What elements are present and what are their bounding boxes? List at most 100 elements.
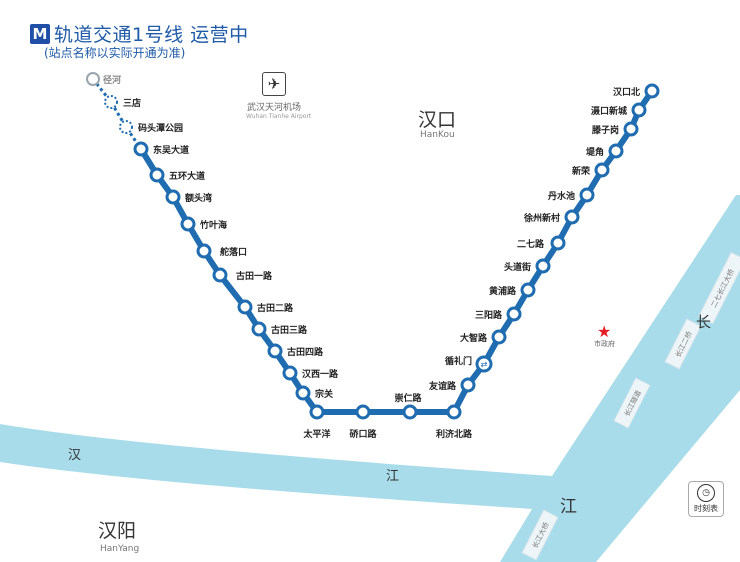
river-label-yangtze-2: 江 <box>560 497 577 517</box>
district-hanyang-en: HanYang <box>100 544 139 554</box>
station-dot <box>149 167 165 183</box>
station-dot <box>295 385 311 401</box>
timetable-button[interactable]: ◷ 时刻表 <box>688 481 724 517</box>
transfer-icon: ⇄ <box>481 360 488 369</box>
district-hankou-en: HanKou <box>420 130 455 140</box>
station-dot <box>594 162 610 178</box>
station-9[interactable]: 古田二路 <box>237 299 294 315</box>
airport-plane-icon: ✈ <box>262 72 286 96</box>
station-3[interactable]: 东吴大道 <box>133 141 189 157</box>
timetable-label: 时刻表 <box>694 504 718 513</box>
station-dot <box>180 216 196 232</box>
station-dot <box>446 404 462 420</box>
station-5[interactable]: 额头湾 <box>165 189 212 205</box>
station-dot <box>475 355 493 373</box>
station-dot <box>119 120 133 134</box>
station-dot <box>282 365 298 381</box>
station-label: 滠口新城 <box>591 105 627 117</box>
station-label: 古田四路 <box>287 346 324 358</box>
station-12[interactable]: 汉西一路 <box>282 365 339 381</box>
station-dot <box>460 377 476 393</box>
station-10[interactable]: 古田三路 <box>251 321 308 337</box>
station-dot <box>212 267 228 283</box>
station-18[interactable]: 友谊路 <box>429 377 476 393</box>
station-label: 码头潭公园 <box>138 122 183 134</box>
station-15[interactable]: 硚口路 <box>349 404 377 440</box>
station-dot <box>196 243 212 259</box>
station-label: 汉口北 <box>613 86 640 98</box>
river-label-yangtze-1: 长 <box>696 313 711 331</box>
station-label: 头道街 <box>504 261 531 273</box>
station-16[interactable]: 崇仁路 <box>394 392 422 420</box>
station-label: 二七路 <box>517 238 545 250</box>
station-label: 古田一路 <box>236 270 273 282</box>
airport-name: 武汉天河机场 <box>246 103 301 113</box>
station-dot <box>631 102 647 118</box>
station-dot <box>608 143 624 159</box>
station-dot <box>104 95 118 109</box>
station-dot <box>86 72 100 86</box>
station-label: 友谊路 <box>429 380 457 392</box>
district-hanyang: 汉阳 <box>98 520 136 542</box>
station-20[interactable]: 大智路 <box>460 329 507 345</box>
station-label: 大智路 <box>460 332 488 344</box>
airport-landmark: ✈ 武汉天河机场 Wuhan Tianhe Airport <box>246 72 311 120</box>
station-23[interactable]: 头道街 <box>504 258 551 274</box>
station-label: 额头湾 <box>185 192 212 204</box>
station-label: 丹水池 <box>548 190 575 202</box>
station-8[interactable]: 古田一路 <box>212 267 273 283</box>
han-river <box>0 424 552 510</box>
station-25[interactable]: 徐州新村 <box>523 209 580 225</box>
station-dot <box>165 189 181 205</box>
station-label: 硚口路 <box>349 428 377 440</box>
station-dot <box>564 209 580 225</box>
line-planned-segment <box>91 78 143 150</box>
bridge-second: 长江二桥 <box>664 318 702 370</box>
station-24[interactable]: 二七路 <box>517 235 566 251</box>
district-hankou: 汉口 <box>418 109 456 131</box>
station-19[interactable]: ⇄循礼门 <box>445 355 493 373</box>
station-dot <box>402 404 418 420</box>
station-0[interactable]: 径河 <box>86 72 121 86</box>
station-17[interactable]: 利济北路 <box>435 404 473 440</box>
station-27[interactable]: 新荣 <box>572 162 610 178</box>
station-dot <box>644 83 660 99</box>
station-label: 三阳路 <box>475 309 503 321</box>
station-13[interactable]: 宗关 <box>295 385 333 401</box>
yangtze-river <box>500 195 740 562</box>
station-label: 徐州新村 <box>523 212 560 224</box>
station-4[interactable]: 五环大道 <box>149 167 205 183</box>
station-label: 宗关 <box>315 388 333 400</box>
station-label: 汉西一路 <box>302 368 339 380</box>
station-22[interactable]: 黄浦路 <box>489 282 536 298</box>
station-label: 崇仁路 <box>394 392 422 404</box>
station-label: 东吴大道 <box>153 144 189 156</box>
station-dot <box>506 306 522 322</box>
station-label: 利济北路 <box>435 428 473 440</box>
station-label: 黄浦路 <box>489 285 517 297</box>
station-dot <box>267 343 283 359</box>
station-dot <box>309 404 325 420</box>
station-30[interactable]: 滠口新城 <box>591 102 647 118</box>
map-subtitle: (站点名称以实际开通为准) <box>44 46 186 60</box>
station-7[interactable]: 舵落口 <box>196 243 247 259</box>
station-label: 五环大道 <box>169 170 205 182</box>
station-label: 竹叶海 <box>199 219 227 231</box>
station-26[interactable]: 丹水池 <box>548 187 595 203</box>
station-1[interactable]: 三店 <box>104 95 141 109</box>
station-31[interactable]: 汉口北 <box>613 83 660 99</box>
station-label: 三店 <box>123 97 141 109</box>
station-28[interactable]: 堤角 <box>586 143 624 159</box>
station-21[interactable]: 三阳路 <box>475 306 522 322</box>
station-2[interactable]: 码头潭公园 <box>119 120 183 134</box>
station-11[interactable]: 古田四路 <box>267 343 324 359</box>
station-label: 径河 <box>103 74 121 86</box>
station-dot <box>355 404 371 420</box>
city-gov-star-icon: ★ <box>597 322 611 341</box>
station-label: 太平洋 <box>302 428 330 440</box>
station-14[interactable]: 太平洋 <box>302 404 331 440</box>
station-29[interactable]: 滕子岗 <box>592 121 639 137</box>
station-6[interactable]: 竹叶海 <box>180 216 227 232</box>
bridge-tunnel: 长江隧道 <box>613 377 651 429</box>
station-label: 古田二路 <box>257 302 294 314</box>
